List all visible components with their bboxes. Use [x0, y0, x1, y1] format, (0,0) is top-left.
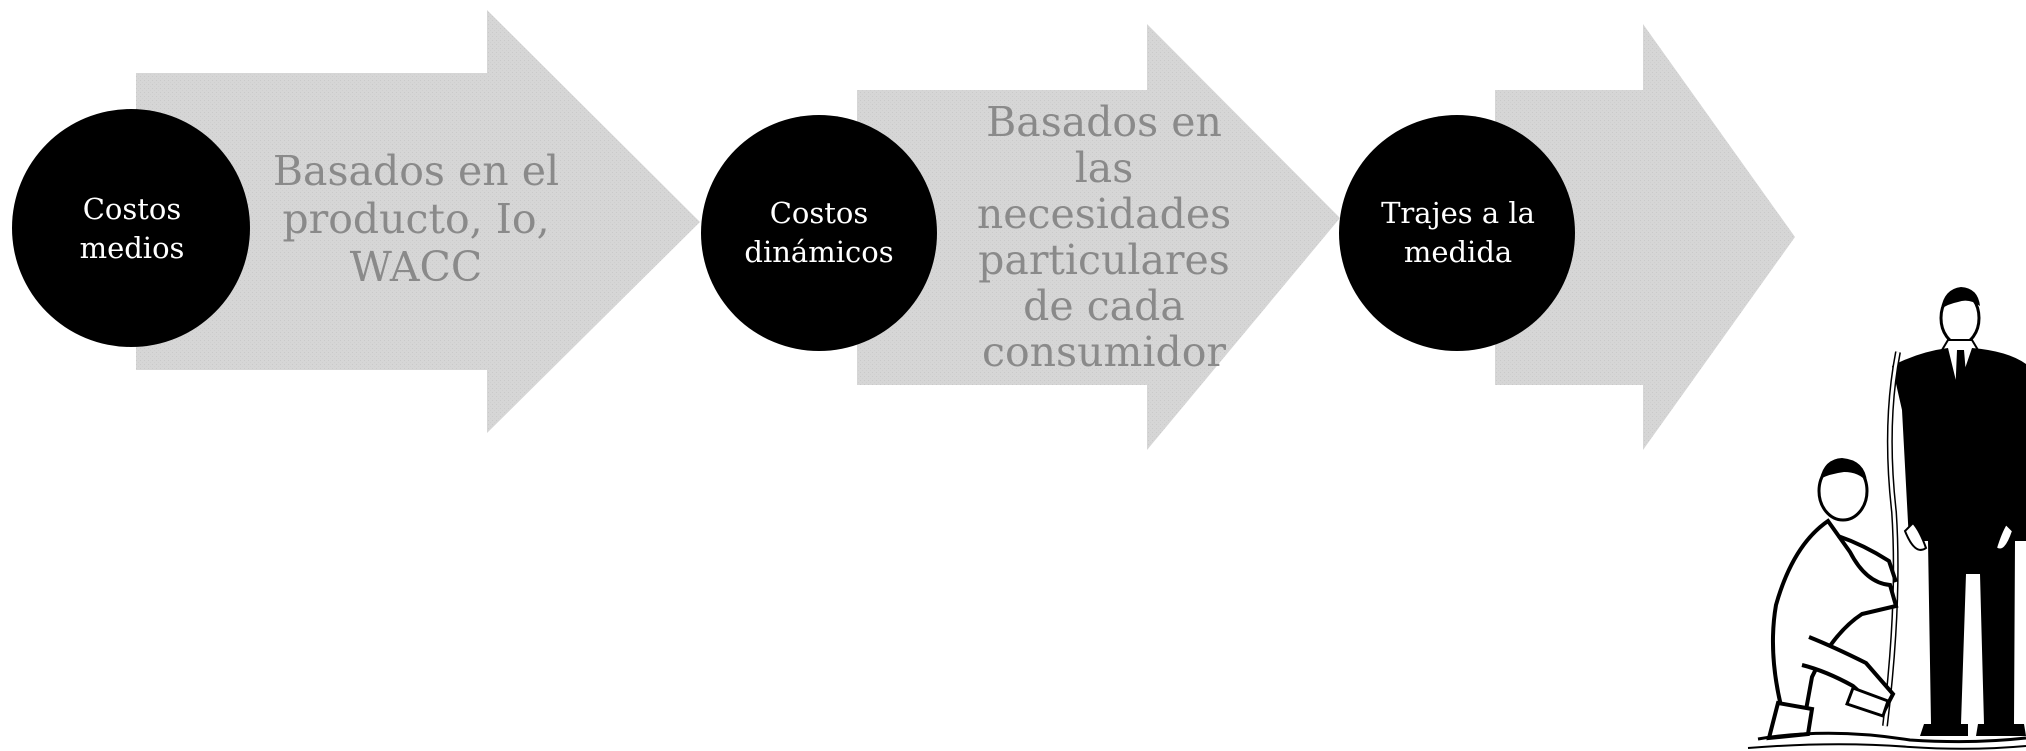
arrow-label-basados-en-las-necesidades: Basados en las necesidades particulares …: [976, 98, 1232, 376]
node-circle-2: [701, 115, 937, 351]
node-label-costos-dinamicos: Costos dinámicos: [744, 196, 894, 269]
arrow-shape-1: [136, 10, 700, 433]
arrow-shape-3: [1495, 24, 1795, 450]
node-label-trajes-a-la-medida: Trajes a la medida: [1381, 196, 1535, 269]
node-circle-3: [1339, 115, 1575, 351]
tailor-measuring-suit-illustration: [1747, 287, 2026, 750]
arrow-shape-2: [857, 24, 1340, 450]
node-circle-1: [12, 109, 250, 347]
tailor-figure: [1766, 458, 1899, 741]
arrow-label-basados-en-el-producto: Basados en el producto, Io, WACC: [272, 147, 560, 291]
node-label-costos-medios: Costos medios: [79, 192, 185, 265]
customer-figure: [1892, 287, 2026, 736]
